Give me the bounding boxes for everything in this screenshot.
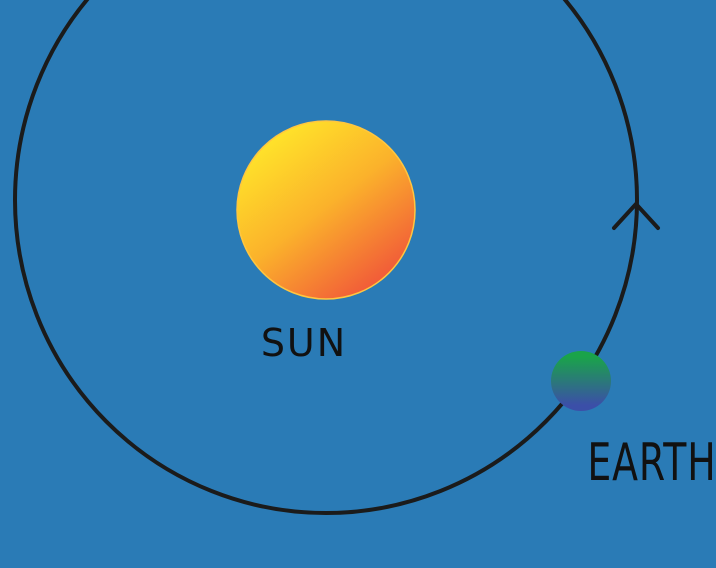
earth	[551, 351, 611, 411]
earth-orbit	[13, 0, 639, 515]
earth-label: EARTH	[587, 432, 716, 493]
sun-label: SUN	[261, 321, 347, 365]
orbit-direction-arrow	[612, 202, 660, 230]
sun	[236, 120, 416, 300]
